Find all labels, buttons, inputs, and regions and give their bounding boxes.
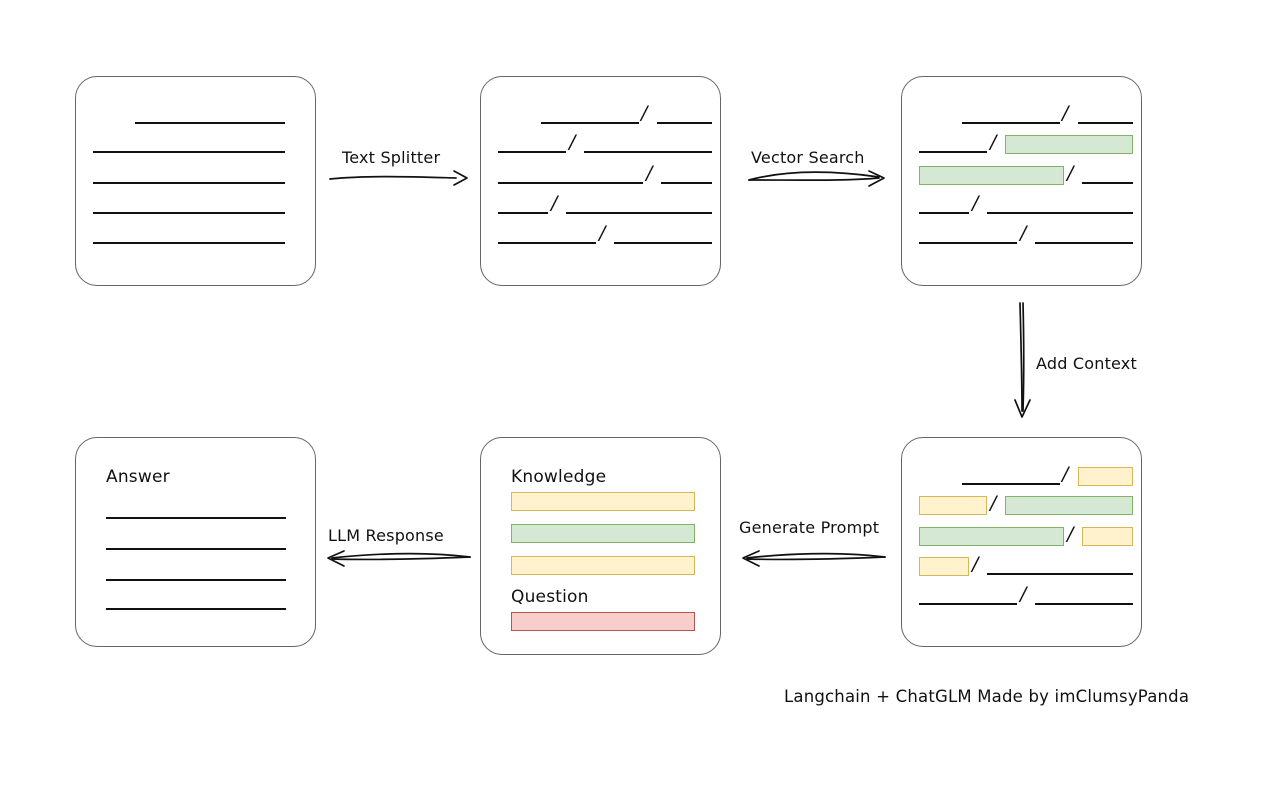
chunk-line <box>498 242 596 244</box>
chunk-separator: / <box>1020 583 1027 605</box>
chunk-line <box>962 122 1060 124</box>
document-line <box>93 242 285 244</box>
answer-line <box>106 548 286 550</box>
knowledge-bar-yellow[interactable] <box>511 492 695 511</box>
chunk-block-green[interactable] <box>919 527 1064 546</box>
chunk-line <box>661 182 712 184</box>
answer-label: Answer <box>106 467 170 487</box>
chunk-line <box>1035 242 1133 244</box>
answer-box[interactable]: Answer <box>75 437 316 647</box>
chunk-line <box>987 212 1133 214</box>
chunk-separator: / <box>1062 463 1069 485</box>
answer-line <box>106 579 286 581</box>
chunk-separator: / <box>646 162 653 184</box>
chunk-separator: / <box>551 192 558 214</box>
chunk-line <box>614 242 712 244</box>
vector-search-label: Vector Search <box>751 148 865 167</box>
document-line <box>93 212 285 214</box>
answer-line <box>106 608 286 610</box>
diagram-caption: Langchain + ChatGLM Made by imClumsyPand… <box>784 687 1190 706</box>
chunk-line <box>919 603 1017 605</box>
chunk-block-green[interactable] <box>1005 496 1133 515</box>
chunk-line <box>987 573 1133 575</box>
source-document-box[interactable] <box>75 76 316 286</box>
generate-prompt-label: Generate Prompt <box>739 518 880 537</box>
knowledge-bar-green[interactable] <box>511 524 695 543</box>
chunk-line <box>541 122 639 124</box>
chunk-separator: / <box>1020 222 1027 244</box>
chunk-block-yellow[interactable] <box>1082 527 1133 546</box>
chunk-separator: / <box>972 192 979 214</box>
chunk-line <box>919 151 987 153</box>
document-line <box>93 182 285 184</box>
chunk-line <box>1078 122 1133 124</box>
generate-prompt-arrow <box>742 550 886 567</box>
chunk-block-green[interactable] <box>1005 135 1133 154</box>
chunk-separator: / <box>990 131 997 153</box>
knowledge-label: Knowledge <box>511 467 607 487</box>
question-bar-red[interactable] <box>511 612 695 631</box>
chunk-separator: / <box>1062 102 1069 124</box>
document-line <box>93 151 285 153</box>
question-label: Question <box>511 587 589 607</box>
chunk-separator: / <box>599 222 606 244</box>
answer-line <box>106 517 286 519</box>
chunk-separator: / <box>972 553 979 575</box>
chunk-separator: / <box>990 492 997 514</box>
knowledge-bar-yellow[interactable] <box>511 556 695 575</box>
add-context-label: Add Context <box>1036 354 1137 373</box>
chunk-separator: / <box>641 102 648 124</box>
context-chunks-box[interactable]: / / / / / <box>901 437 1142 647</box>
chunk-line <box>566 212 712 214</box>
chunk-block-yellow[interactable] <box>1078 467 1133 486</box>
chunk-line <box>584 151 712 153</box>
chunk-line <box>919 242 1017 244</box>
chunk-line <box>498 182 643 184</box>
chunk-block-green[interactable] <box>919 166 1064 185</box>
matched-chunks-box[interactable]: / / / / / <box>901 76 1142 286</box>
split-chunks-box[interactable]: / / / / / <box>480 76 721 286</box>
chunk-line <box>962 483 1060 485</box>
chunk-separator: / <box>1067 162 1074 184</box>
chunk-line <box>1082 182 1133 184</box>
text-splitter-label: Text Splitter <box>342 148 441 167</box>
chunk-line <box>657 122 712 124</box>
chunk-block-yellow[interactable] <box>919 496 987 515</box>
chunk-separator: / <box>1067 523 1074 545</box>
chunk-line <box>919 212 969 214</box>
llm-response-label: LLM Response <box>328 526 444 545</box>
chunk-line <box>498 212 548 214</box>
document-line <box>135 122 285 124</box>
chunk-separator: / <box>569 131 576 153</box>
chunk-line <box>498 151 566 153</box>
chunk-line <box>1035 603 1133 605</box>
chunk-block-yellow[interactable] <box>919 557 969 576</box>
